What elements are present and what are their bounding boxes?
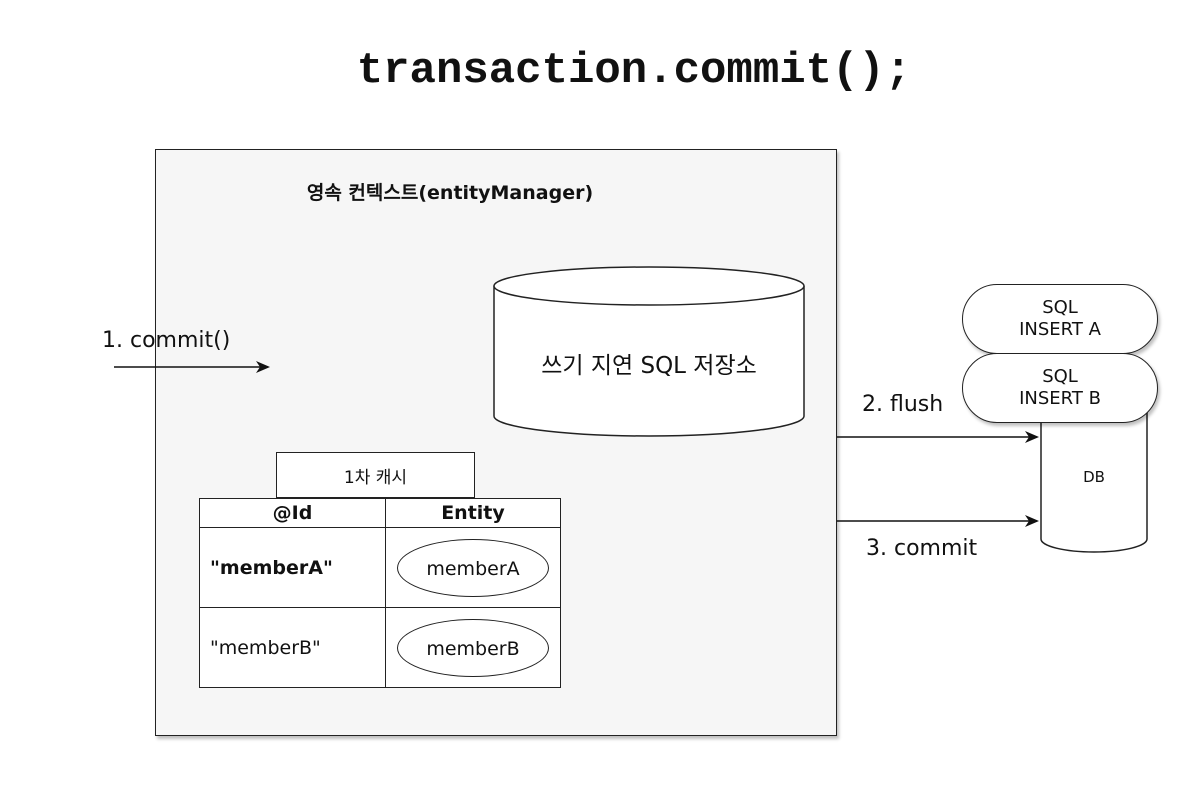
entity-member-b: memberB bbox=[397, 618, 549, 677]
sql-keyword: SQL bbox=[1042, 297, 1078, 318]
first-level-cache-table: @Id Entity "memberA" memberA "memberB" m… bbox=[199, 498, 561, 688]
row-entity-cell: memberA bbox=[385, 527, 561, 608]
step1-commit-label: 1. commit() bbox=[102, 328, 231, 353]
cylinder-shape bbox=[493, 266, 805, 437]
page-title: transaction.commit(); bbox=[356, 46, 912, 96]
sql-statement: INSERT B bbox=[1019, 388, 1101, 409]
row-id-member-b: "memberB" bbox=[199, 607, 386, 688]
id-column-header: @Id bbox=[199, 498, 386, 528]
database-label: DB bbox=[1083, 468, 1105, 486]
row-id-member-a: "memberA" bbox=[199, 527, 386, 608]
sql-insert-b: SQL INSERT B bbox=[962, 353, 1158, 423]
entity-column-header: Entity bbox=[385, 498, 561, 528]
step2-flush-label: 2. flush bbox=[862, 392, 944, 417]
persistence-context-label: 영속 컨텍스트(entityManager) bbox=[306, 182, 594, 204]
sql-statement: INSERT A bbox=[1019, 319, 1101, 340]
table-row: "memberB" memberB bbox=[199, 607, 561, 688]
sql-insert-a: SQL INSERT A bbox=[962, 284, 1158, 354]
write-behind-sql-store-label: 쓰기 지연 SQL 저장소 bbox=[541, 353, 757, 379]
table-row: "memberA" memberA bbox=[199, 527, 561, 608]
row-entity-cell: memberB bbox=[385, 607, 561, 688]
write-behind-sql-store bbox=[493, 266, 805, 438]
step3-commit-label: 3. commit bbox=[866, 536, 978, 561]
entity-member-a: memberA bbox=[397, 538, 549, 597]
table-header-row: @Id Entity bbox=[199, 498, 561, 528]
first-level-cache-tab: 1차 캐시 bbox=[276, 452, 475, 498]
sql-keyword: SQL bbox=[1042, 366, 1078, 387]
